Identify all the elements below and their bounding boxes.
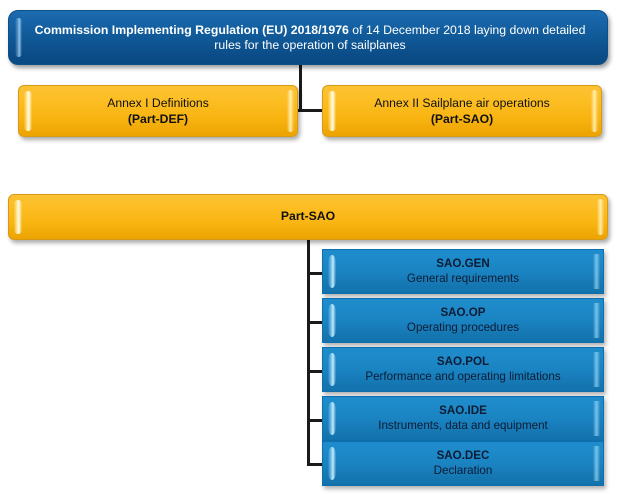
subpart-sao-op-node[interactable]: SAO.OP Operating procedures bbox=[322, 298, 604, 343]
connector-subpart-spine bbox=[307, 240, 310, 466]
subpart-sao-gen-code: SAO.GEN bbox=[436, 257, 490, 271]
subpart-sao-pol-title: Performance and operating limitations bbox=[365, 370, 561, 383]
connector-branch-sao-ide bbox=[307, 419, 325, 422]
subpart-sao-gen-node[interactable]: SAO.GEN General requirements bbox=[322, 249, 604, 294]
regulation-title-regular: of 14 December 2018 laying down detailed… bbox=[214, 23, 586, 52]
connector-branch-sao-gen bbox=[307, 272, 325, 275]
connector-branch-sao-dec bbox=[307, 463, 325, 466]
node-left-gloss bbox=[15, 18, 22, 57]
connector-title-stem bbox=[299, 65, 302, 111]
annex-1-node[interactable]: Annex I Definitions (Part-DEF) bbox=[18, 85, 298, 137]
subpart-sao-ide-title: Instruments, data and equipment bbox=[378, 419, 548, 432]
connector-branch-sao-pol bbox=[307, 370, 325, 373]
subpart-sao-op-code: SAO.OP bbox=[440, 306, 486, 320]
subpart-sao-dec-code: SAO.DEC bbox=[436, 449, 490, 463]
annex-2-code: (Part-SAO) bbox=[430, 111, 494, 126]
subpart-sao-dec-title: Declaration bbox=[433, 464, 493, 477]
subpart-sao-ide-code: SAO.IDE bbox=[439, 404, 487, 418]
part-sao-title: Part-SAO bbox=[280, 209, 336, 224]
subpart-sao-pol-node[interactable]: SAO.POL Performance and operating limita… bbox=[322, 347, 604, 392]
subpart-sao-gen-title: General requirements bbox=[406, 272, 520, 285]
subpart-sao-ide-node[interactable]: SAO.IDE Instruments, data and equipment bbox=[322, 396, 604, 441]
part-sao-node[interactable]: Part-SAO bbox=[8, 194, 608, 240]
connector-annex-bus bbox=[262, 109, 338, 112]
subpart-sao-pol-code: SAO.POL bbox=[436, 355, 490, 369]
subpart-sao-dec-node[interactable]: SAO.DEC Declaration bbox=[322, 441, 604, 486]
annex-1-title: Annex I Definitions bbox=[107, 96, 209, 111]
annex-1-code: (Part-DEF) bbox=[127, 111, 189, 126]
regulation-title-text: Commission Implementing Regulation (EU) … bbox=[29, 23, 591, 52]
connector-branch-sao-op bbox=[307, 321, 325, 324]
subpart-sao-op-title: Operating procedures bbox=[406, 321, 520, 334]
annex-2-title: Annex II Sailplane air operations bbox=[374, 96, 550, 111]
regulation-title-bold: Commission Implementing Regulation (EU) … bbox=[34, 23, 349, 37]
annex-2-node[interactable]: Annex II Sailplane air operations (Part-… bbox=[322, 85, 602, 137]
regulation-title-node[interactable]: Commission Implementing Regulation (EU) … bbox=[8, 10, 608, 65]
